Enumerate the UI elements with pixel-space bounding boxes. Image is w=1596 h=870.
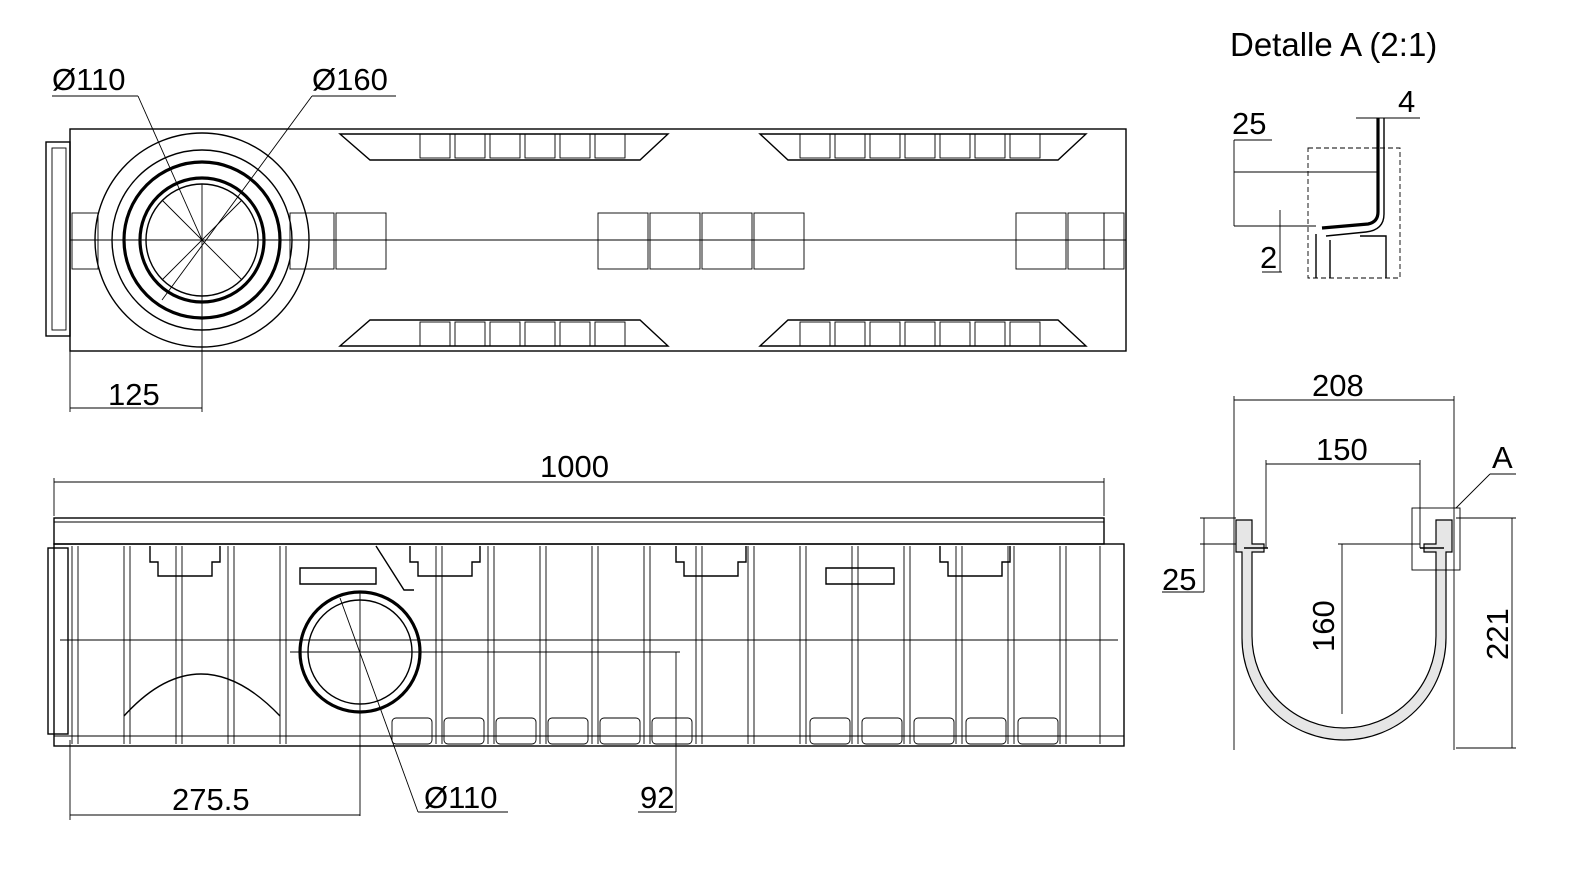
side-view-arch xyxy=(123,673,281,717)
label-detail-height: 25 xyxy=(1232,106,1266,141)
label-dia-small-top: Ø110 xyxy=(52,62,126,97)
top-view-slot-row-top xyxy=(338,133,1088,161)
side-view-outlet xyxy=(290,590,680,816)
detail-a-title: Detalle A (2:1) xyxy=(1230,26,1437,63)
leader-dia-side xyxy=(339,597,419,813)
label-offset-top: 125 xyxy=(108,377,160,412)
label-width-outer: 208 xyxy=(1312,368,1364,403)
label-dia-side: Ø110 xyxy=(424,780,498,815)
top-view-end-flange xyxy=(45,141,71,337)
detail-a-wall xyxy=(1321,118,1380,230)
label-dia-large-top: Ø160 xyxy=(312,62,388,97)
side-view-ribs xyxy=(71,546,1101,744)
label-height-side: 92 xyxy=(640,780,674,815)
label-width-inner: 150 xyxy=(1316,432,1368,467)
label-detail-marker: A xyxy=(1492,440,1513,475)
label-offset-side: 275.5 xyxy=(172,782,250,817)
top-view-grid-blocks xyxy=(71,212,1125,270)
side-view-end-flange xyxy=(47,547,69,735)
detail-a: Detalle A (2:1) 25 4 2 xyxy=(1230,26,1437,279)
detail-a-frame xyxy=(1307,147,1401,279)
top-view-slot-row-bottom xyxy=(338,319,1088,347)
label-detail-thickness-top: 4 xyxy=(1398,84,1415,119)
section-view: 208 150 25 160 221 A xyxy=(1162,368,1516,750)
side-view: 1000 xyxy=(47,449,1125,820)
label-flange: 25 xyxy=(1162,562,1196,597)
label-detail-thickness-bottom: 2 xyxy=(1260,240,1277,275)
top-view-end-flange-inner xyxy=(51,147,67,331)
side-view-notches xyxy=(149,545,1011,591)
label-length: 1000 xyxy=(540,449,609,484)
label-inner-depth: 160 xyxy=(1306,600,1341,652)
top-view: Ø110 Ø160 125 xyxy=(45,62,1127,412)
leader-dia-small xyxy=(137,95,203,241)
section-profile xyxy=(1235,519,1453,741)
leader-dia-large xyxy=(161,95,313,301)
detail-marker-box xyxy=(1411,507,1461,571)
label-total-height: 221 xyxy=(1480,608,1515,660)
side-view-bottom-pockets xyxy=(391,717,1059,745)
side-view-body xyxy=(53,543,1125,747)
